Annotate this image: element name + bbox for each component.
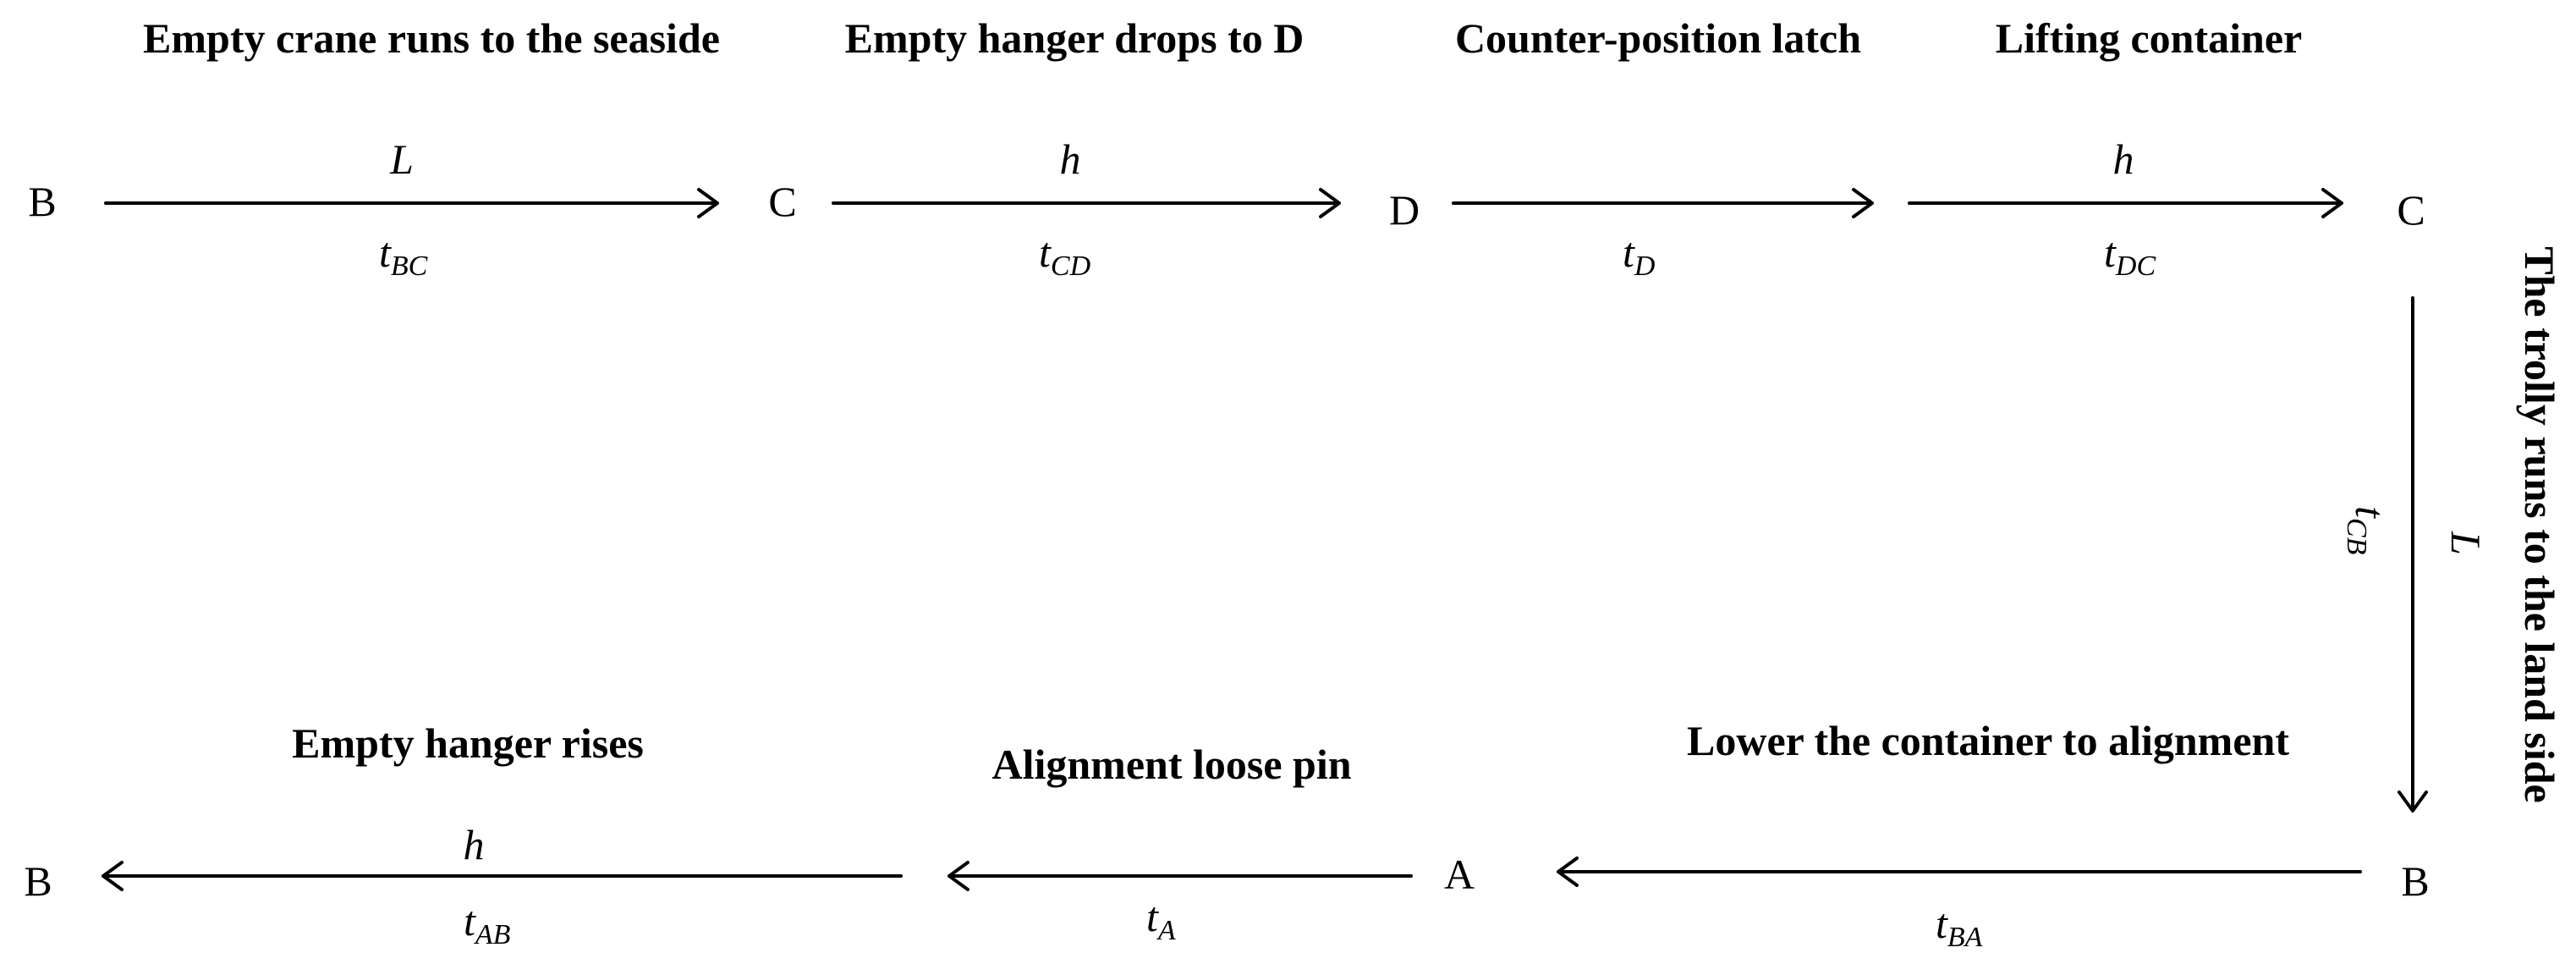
- param-cd-time: tCD: [1039, 229, 1091, 282]
- title-counter-position-latch: Counter-position latch: [1455, 14, 1861, 62]
- title-empty-hanger-drops: Empty hanger drops to D: [845, 14, 1304, 62]
- arrow-d-to-c: [1908, 188, 2343, 218]
- node-d-top: D: [1389, 186, 1420, 234]
- arrow-c-to-b-vertical: [2397, 296, 2428, 813]
- arrow-c-to-d: [832, 188, 1341, 218]
- param-ab-height: h: [464, 821, 485, 868]
- param-cd-height: h: [1060, 135, 1081, 183]
- arrow-d-latch: [1452, 188, 1874, 218]
- node-c-top: C: [768, 178, 796, 225]
- title-lifting-container: Lifting container: [1996, 14, 2302, 62]
- param-cb-time: tCB: [2341, 506, 2394, 555]
- param-dc-time: tDC: [2104, 229, 2156, 282]
- node-a-bottom: A: [1444, 851, 1475, 898]
- param-bc-distance: L: [389, 135, 414, 183]
- param-ab-time: tAB: [464, 897, 511, 950]
- node-b-bottom-left: B: [24, 857, 52, 905]
- param-bc-time: tBC: [379, 229, 428, 282]
- param-cb-distance: L: [2442, 531, 2490, 555]
- arrow-a-loose-pin: [947, 861, 1413, 891]
- title-empty-hanger-rises: Empty hanger rises: [292, 719, 644, 767]
- node-c-top-right: C: [2397, 186, 2425, 234]
- title-trolly-runs-land-side: The trolly runs to the land side: [2516, 246, 2563, 803]
- param-dc-height: h: [2113, 135, 2134, 183]
- arrow-b-to-a: [1557, 857, 2362, 887]
- node-b-bottom-right: B: [2401, 857, 2429, 905]
- arrow-a-to-b: [102, 861, 903, 891]
- param-d-time: tD: [1623, 229, 1656, 282]
- arrow-b-to-c: [104, 188, 719, 218]
- title-empty-crane-runs: Empty crane runs to the seaside: [143, 14, 720, 62]
- param-ba-time: tBA: [1936, 900, 1983, 953]
- title-alignment-loose-pin: Alignment loose pin: [991, 741, 1351, 788]
- title-lower-container: Lower the container to alignment: [1687, 717, 2289, 764]
- node-b-top: B: [28, 178, 56, 225]
- param-a-time: tA: [1146, 893, 1176, 946]
